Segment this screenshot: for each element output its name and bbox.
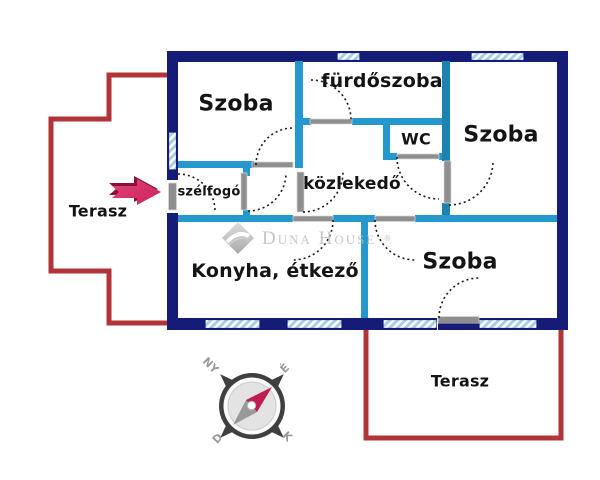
- watermark-registered: ®: [383, 233, 392, 243]
- door-arc-kozlekedo: [302, 171, 344, 213]
- window-segment: [167, 131, 178, 171]
- room-label-szoba-se: Szoba: [422, 249, 498, 275]
- entrance-door: [167, 180, 178, 213]
- terrace-south-outline: [363, 329, 564, 441]
- door-arc-szoba-nw: [255, 127, 294, 166]
- room-label-terasz-west: Terasz: [68, 201, 128, 221]
- door-swing-arcs: [177, 79, 494, 319]
- door-arc-szoba-se: [374, 219, 416, 261]
- room-label-furdoszoba: fürdőszoba: [321, 70, 443, 92]
- window-segment: [204, 318, 261, 330]
- watermark: Duna House ®: [221, 221, 391, 255]
- room-label-szoba-nw: Szoba: [198, 91, 274, 117]
- terrace-west-outline: [48, 72, 172, 326]
- door-arc-terasz: [438, 277, 480, 319]
- door-arc-konyha: [292, 219, 334, 261]
- room-label-kozlekedo: közlekedő: [303, 174, 401, 194]
- compass-rose-icon: [219, 373, 285, 439]
- door-arc-furdoszoba: [310, 79, 352, 121]
- room-label-szoba-ne: Szoba: [463, 122, 539, 148]
- window-segment: [478, 318, 538, 330]
- window-segment: [286, 318, 343, 330]
- door-jambs: [240, 118, 452, 222]
- window-segment: [336, 51, 361, 62]
- window-segment: [470, 51, 525, 62]
- room-label-szelfogo: szélfogó: [177, 184, 241, 200]
- entrance-arrow-icon: [109, 176, 161, 205]
- door-arc-wc: [396, 156, 440, 200]
- door-arc-entrance: [177, 173, 216, 212]
- room-label-terasz-south: Terasz: [430, 371, 490, 391]
- door-arc-szoba-ne: [448, 160, 494, 206]
- duna-house-logo-icon: [222, 222, 254, 254]
- watermark-brand: Duna House: [262, 227, 377, 249]
- terrace-door: [437, 316, 480, 330]
- window-segment: [382, 318, 438, 330]
- room-label-konyha: Konyha, étkező: [191, 260, 359, 282]
- interior-walls: [178, 61, 557, 318]
- room-label-wc: WC: [401, 129, 431, 149]
- door-arc-szelfogo: [247, 172, 287, 212]
